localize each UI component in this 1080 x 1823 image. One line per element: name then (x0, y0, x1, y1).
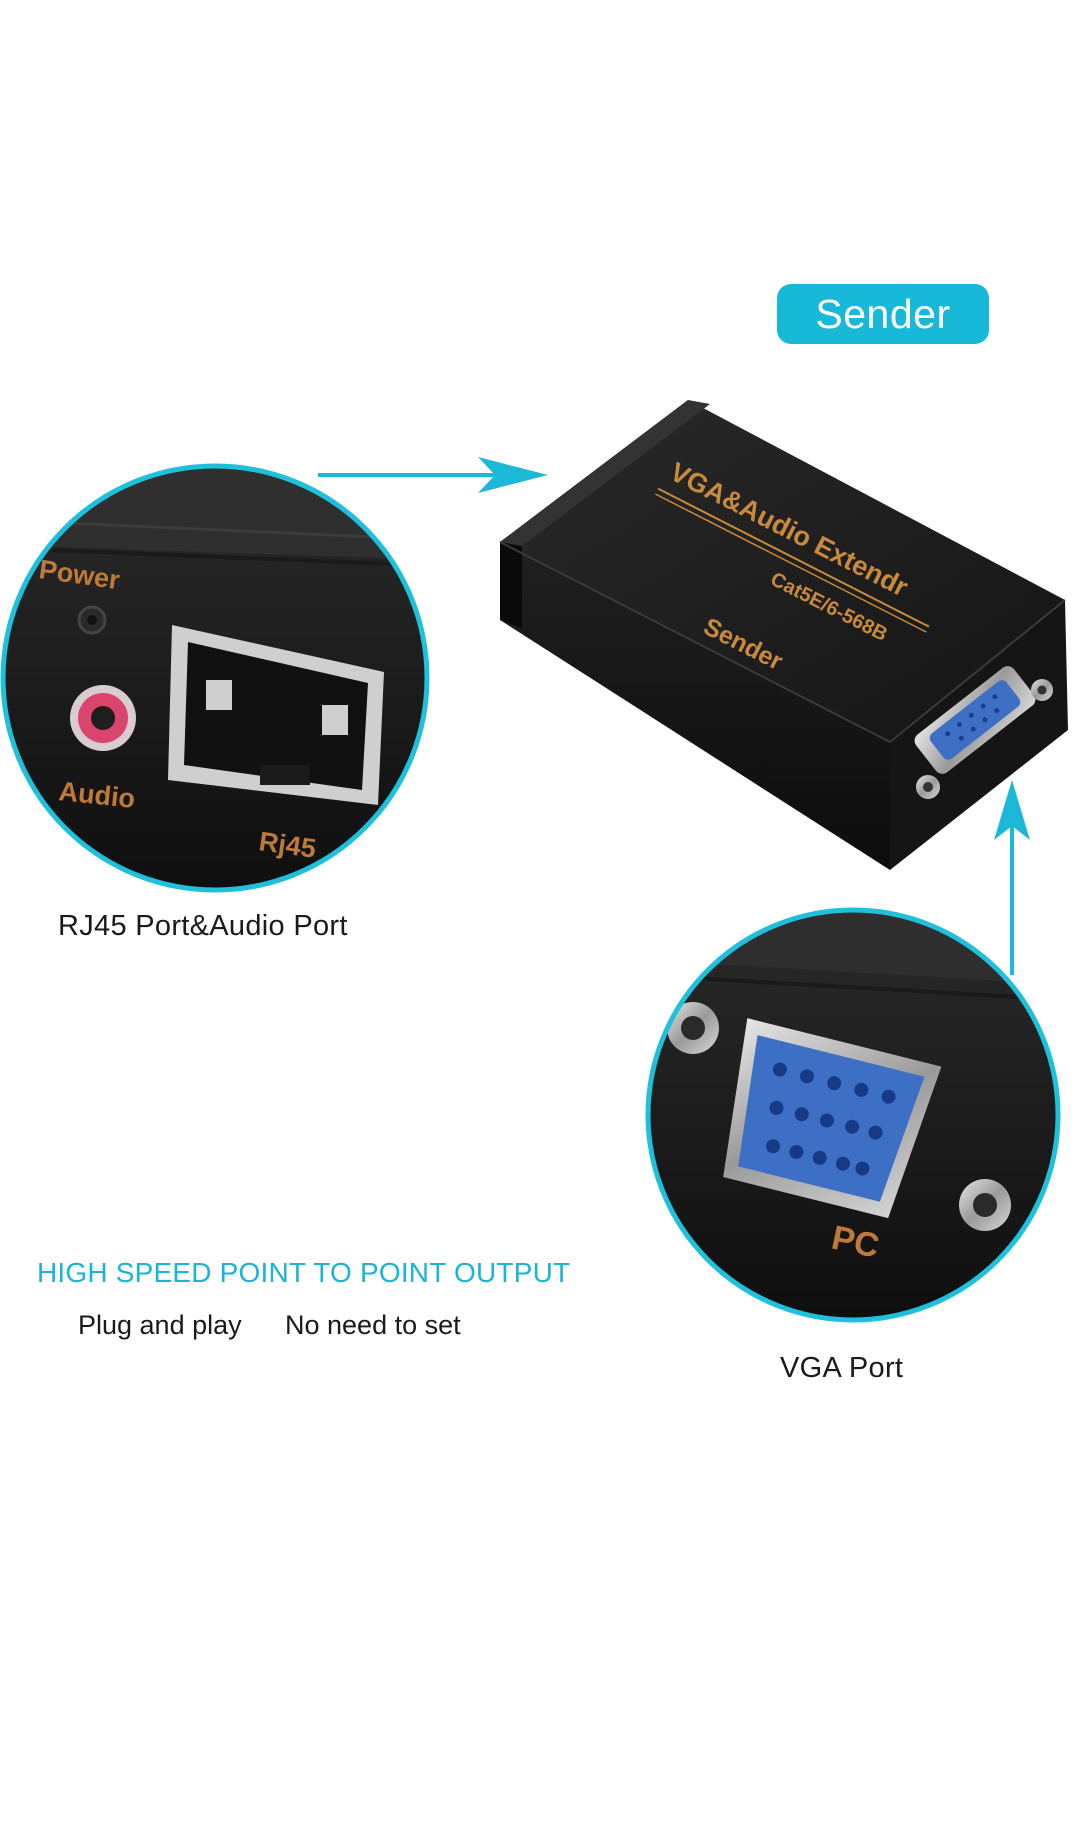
vga-zoom: PC (645, 907, 1061, 1323)
arrow-up-to-vga-icon (994, 780, 1030, 975)
extender-device: VGA&Audio Extendr Cat5E/6-568B Sender (499, 400, 1068, 870)
sender-badge: Sender (777, 284, 989, 344)
vga-connector-icon (723, 1018, 942, 1219)
feature-plug-and-play: Plug and play (78, 1310, 242, 1340)
arrow-to-device-icon (318, 457, 548, 493)
device-vga-port (914, 666, 1036, 774)
feature-no-setup: No need to set (285, 1310, 461, 1340)
feature-headline: HIGH SPEED POINT TO POINT OUTPUT (37, 1257, 571, 1288)
vga-caption: VGA Port (780, 1352, 904, 1384)
rj45-audio-zoom: Power Audio Rj45 (0, 463, 430, 893)
rj45-audio-caption: RJ45 Port&Audio Port (58, 910, 348, 942)
rj45-port-icon (168, 625, 384, 805)
